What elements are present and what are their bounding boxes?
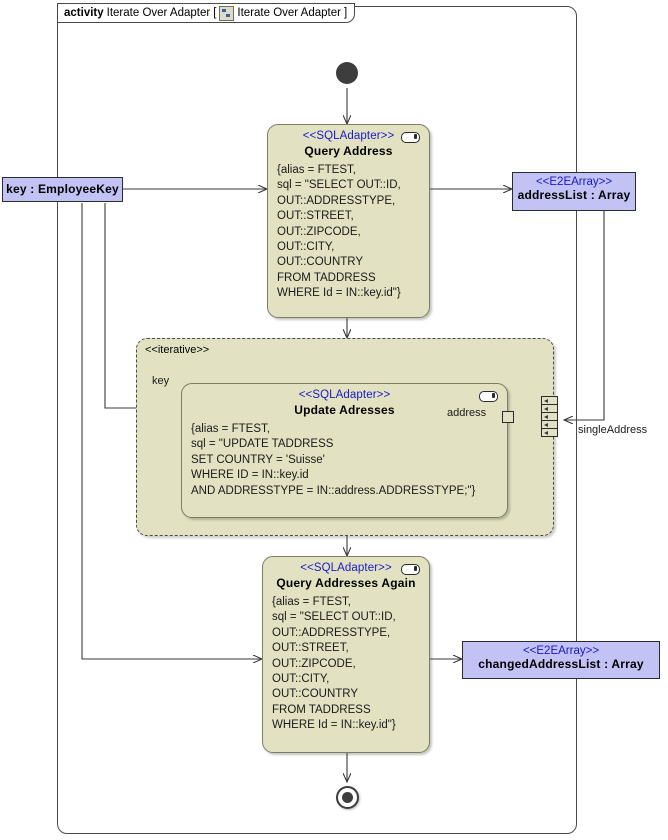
frame-activity-name: Iterate Over Adapter <box>106 7 211 19</box>
query-address-name: Query Address <box>304 144 393 158</box>
update-addresses-name: Update Adresses <box>294 403 395 417</box>
behavior-pill-icon <box>401 132 420 143</box>
update-addresses-body: {alias = FTEST, sql = "UPDATE TADDRESS S… <box>191 423 476 497</box>
action-node-update-addresses[interactable]: <<SQLAdapter>> Update Adresses {alias = … <box>181 383 508 518</box>
frame-bracket-close: ] <box>343 7 348 19</box>
frame-bracket-open: [ <box>213 7 217 19</box>
query-again-name: Query Addresses Again <box>276 576 416 590</box>
expansion-region-stereotype: <<iterative>> <box>145 344 210 356</box>
query-address-stereotype: <<SQLAdapter>> <box>302 130 395 142</box>
activity-final-node <box>336 786 359 809</box>
initial-node <box>336 62 358 84</box>
frame-keyword: activity <box>64 7 104 19</box>
activity-frame-title: activity Iterate Over Adapter [ Iterate … <box>57 3 356 23</box>
changed-address-list-name: changedAddressList : Array <box>478 657 644 671</box>
object-node-address-list[interactable]: <<E2EArray>> addressList : Array <box>512 172 636 211</box>
update-address-pin-label: address <box>447 407 487 419</box>
action-node-query-address[interactable]: <<SQLAdapter>> Query Address {alias = FT… <box>267 124 430 318</box>
expansion-pin-cell <box>542 397 557 405</box>
changed-address-list-stereotype: <<E2EArray>> <box>522 645 600 657</box>
update-key-pin-label: key <box>152 375 170 387</box>
frame-diagram-name: Iterate Over Adapter <box>237 7 341 19</box>
behavior-pill-icon <box>401 564 420 575</box>
expansion-pin-cell <box>542 413 557 421</box>
object-node-changed-address-list[interactable]: <<E2EArray>> changedAddressList : Array <box>462 641 660 679</box>
update-addresses-stereotype: <<SQLAdapter>> <box>298 389 391 401</box>
activity-diagram-icon <box>219 5 235 21</box>
address-list-name: addressList : Array <box>517 188 631 202</box>
expansion-pin-cell <box>542 421 557 429</box>
address-list-stereotype: <<E2EArray>> <box>535 176 613 188</box>
behavior-pill-icon <box>479 391 498 402</box>
query-address-body: {alias = FTEST, sql = "SELECT OUT::ID, O… <box>277 164 401 300</box>
query-again-stereotype: <<SQLAdapter>> <box>300 562 392 574</box>
expansion-pin-cell <box>542 405 557 413</box>
object-node-key[interactable]: key : EmployeeKey <box>2 177 123 202</box>
expansion-pin-label: singleAddress <box>578 424 648 436</box>
expansion-pin-cell <box>542 429 557 436</box>
expansion-region-input-pin-stack[interactable] <box>541 396 558 437</box>
action-node-query-addresses-again[interactable]: <<SQLAdapter>> Query Addresses Again {al… <box>262 556 430 753</box>
query-again-body: {alias = FTEST, sql = "SELECT OUT::ID, O… <box>272 596 396 732</box>
update-address-input-pin[interactable] <box>502 411 514 423</box>
object-node-key-label: key : EmployeeKey <box>6 182 119 196</box>
